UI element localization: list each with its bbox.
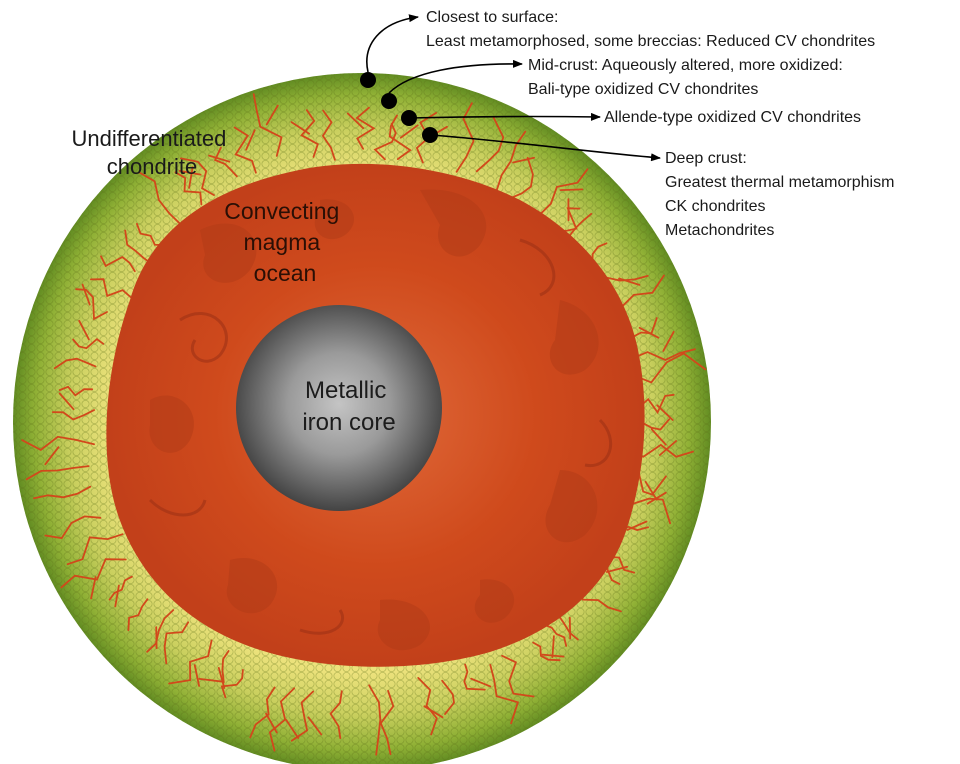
iron-core — [236, 305, 442, 511]
magma-label-line3: ocean — [254, 260, 317, 286]
magma-label-line1: Convecting — [224, 198, 339, 224]
annotation-mid-crust: Mid-crust: Aqueously altered, more oxidi… — [528, 57, 847, 98]
crust-label-line1: Undifferentiated — [71, 126, 226, 151]
sample-marker-icon — [360, 72, 376, 88]
arrow-icon — [367, 17, 418, 72]
annotation-closest-surface: Closest to surface: Least metamorphosed,… — [426, 9, 875, 50]
annotation-deep-crust: Deep crust: Greatest thermal metamorphis… — [665, 150, 899, 239]
annotation-allende: Allende-type oxidized CV chondrites — [604, 109, 861, 126]
sample-marker-icon — [381, 93, 397, 109]
crust-label-line2: chondrite — [107, 154, 198, 179]
magma-label-line2: magma — [243, 229, 320, 255]
core-label-line1: Metallic — [305, 377, 386, 404]
magma-vein — [561, 189, 583, 190]
core-label-line2: iron core — [302, 409, 395, 436]
